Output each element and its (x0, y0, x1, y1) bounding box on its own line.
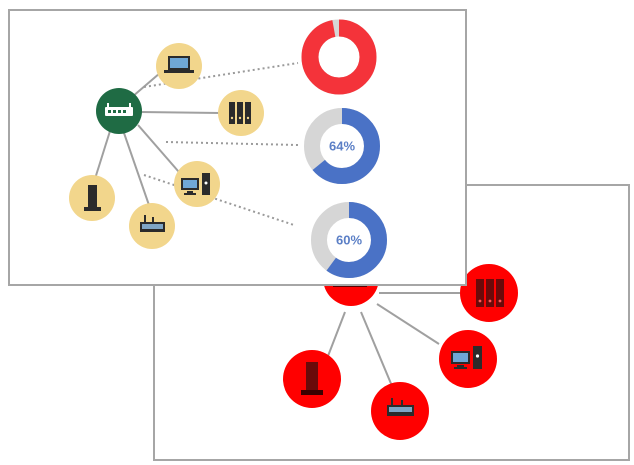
tower-icon (301, 362, 323, 395)
dotted-connectors (143, 62, 299, 226)
back-node-desktop[interactable] (439, 330, 497, 388)
node-server[interactable] (218, 90, 264, 136)
back-link-desktop (376, 303, 440, 345)
front-connectors (93, 72, 221, 209)
usage-gauge-2: 64% (304, 108, 380, 184)
usage-gauge-3: 60% (311, 202, 387, 278)
gauge-2-label: 64% (329, 138, 355, 153)
node-switch[interactable] (129, 203, 175, 249)
front-topology-diagram: 97% 64% 60% (69, 19, 387, 278)
hub-node[interactable] (96, 88, 142, 134)
tower-icon (84, 185, 101, 211)
front-link-laptop (131, 72, 161, 98)
gauge-3-label: 60% (336, 232, 362, 247)
desktop-computer-icon (451, 346, 482, 369)
front-link-server (139, 111, 221, 114)
node-tower[interactable] (69, 175, 115, 221)
back-node-server[interactable] (460, 264, 518, 322)
server-rack-icon (229, 102, 251, 124)
gauge-1-label: 97% (326, 49, 352, 64)
dotted-link-gauge-3 (143, 174, 295, 226)
network-switch-icon (140, 215, 165, 232)
back-node-switch[interactable] (371, 382, 429, 440)
front-topology-panel: 97% 64% 60% (8, 9, 467, 286)
front-link-switch (123, 132, 151, 209)
front-link-desktop (137, 124, 186, 180)
usage-gauge-1: 97% (301, 19, 377, 95)
dotted-link-gauge-2 (165, 141, 299, 146)
front-link-tower (93, 130, 111, 183)
desktop-computer-icon (181, 173, 210, 195)
server-rack-icon (476, 279, 504, 307)
back-connectors (327, 292, 460, 387)
router-icon (105, 103, 133, 116)
node-laptop[interactable] (156, 43, 202, 89)
laptop-icon (164, 56, 194, 73)
back-link-switch (360, 311, 393, 387)
node-desktop[interactable] (174, 161, 220, 207)
back-node-tower[interactable] (283, 350, 341, 408)
back-link-tower (327, 311, 346, 357)
network-switch-icon (387, 398, 414, 416)
